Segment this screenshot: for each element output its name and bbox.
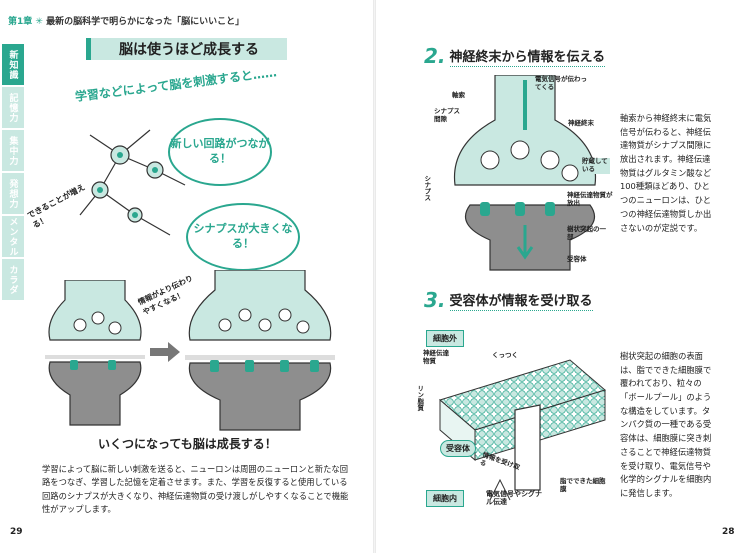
section-2-heading: 神経終末から情報を伝える: [449, 46, 606, 67]
page-number-right: 28: [722, 527, 735, 537]
label-release: 神経伝達物質が放出: [567, 191, 613, 207]
tab-mental[interactable]: メンタル: [2, 216, 24, 257]
page-number-left: 29: [10, 527, 23, 537]
tab-memory[interactable]: 記憶力: [2, 87, 24, 128]
label-membrane: 脂でできた細胞膜: [560, 477, 606, 493]
label-signal: 電気信号が伝わってくる: [535, 75, 587, 91]
arrow-right-icon: [150, 342, 180, 362]
page-title: 脳は使うほど成長する: [86, 38, 287, 60]
large-synapse-illustration: [185, 270, 335, 431]
label-store: 貯蔵している: [582, 157, 610, 174]
bubble-synapse-bigger: シナプスが大きくなる！: [186, 203, 300, 271]
chip-inside-cell: 細胞内: [426, 490, 464, 507]
section-3-title: 3. 受容体が情報を受け取る: [424, 288, 593, 312]
label-dendrite: 樹状突起の一部: [567, 225, 606, 241]
section-3-number: 3.: [424, 288, 446, 312]
chip-outside-cell: 細胞外: [426, 330, 464, 347]
section-2-body: 軸索から神経終末に電気信号が伝わると、神経伝達物質がシナプス間隙に放出されます。…: [620, 113, 712, 233]
small-synapse-illustration: [45, 280, 145, 426]
lead-text: 学習などによって脳を刺激すると……: [74, 65, 278, 104]
label-electric-signal: 電気信号やシグナル伝達: [486, 490, 542, 507]
chapter-number: 第1章: [8, 17, 33, 27]
label-receptor-3: 受容体: [440, 440, 476, 457]
section-2-title: 2. 神経終末から情報を伝える: [424, 44, 606, 68]
side-tabs: 新知識 記憶力 集中力 発想力 メンタル カラダ: [2, 44, 24, 302]
section-3-heading: 受容体が情報を受け取る: [449, 290, 593, 311]
tab-new-knowledge[interactable]: 新知識: [2, 44, 24, 85]
tab-focus[interactable]: 集中力: [2, 130, 24, 171]
tab-ideas[interactable]: 発想力: [2, 173, 24, 214]
label-synaptic-cleft: シナプス間隙: [434, 107, 460, 123]
chapter-star-icon: ✳: [35, 17, 43, 27]
bubble-new-circuit: 新しい回路がつながる！: [168, 118, 272, 186]
chapter-header: 第1章 ✳ 最新の脳科学で明らかになった「脳にいいこと」: [8, 14, 244, 27]
section-3-body: 樹状突起の細胞の表面は、脂でできた細胞膜で覆われており、粒々の「ボールプール」の…: [620, 351, 712, 498]
label-receptor: 受容体: [567, 255, 587, 263]
book-spine: [373, 0, 376, 553]
synapse-detail-diagram: [453, 75, 597, 271]
tab-body[interactable]: カラダ: [2, 259, 24, 300]
label-nt: 神経伝達物質: [423, 349, 449, 365]
neuron-network-illustration: [79, 129, 186, 236]
left-body-text: 学習によって脳に新しい刺激を送ると、ニューロンは周囲のニューロンと新たな回路をつ…: [42, 464, 349, 514]
section-2-number: 2.: [424, 44, 446, 68]
label-kuttsuku: くっつく: [492, 351, 518, 359]
label-synapse: シナプス: [422, 175, 431, 201]
label-axon: 軸索: [452, 91, 465, 99]
chapter-title: 最新の脳科学で明らかになった「脳にいいこと」: [46, 17, 245, 27]
label-phospholipid: リン脂質: [415, 385, 424, 411]
label-terminal: 神経終末: [568, 119, 594, 127]
left-subheading: いくつになっても脳は成長する！: [98, 437, 277, 451]
